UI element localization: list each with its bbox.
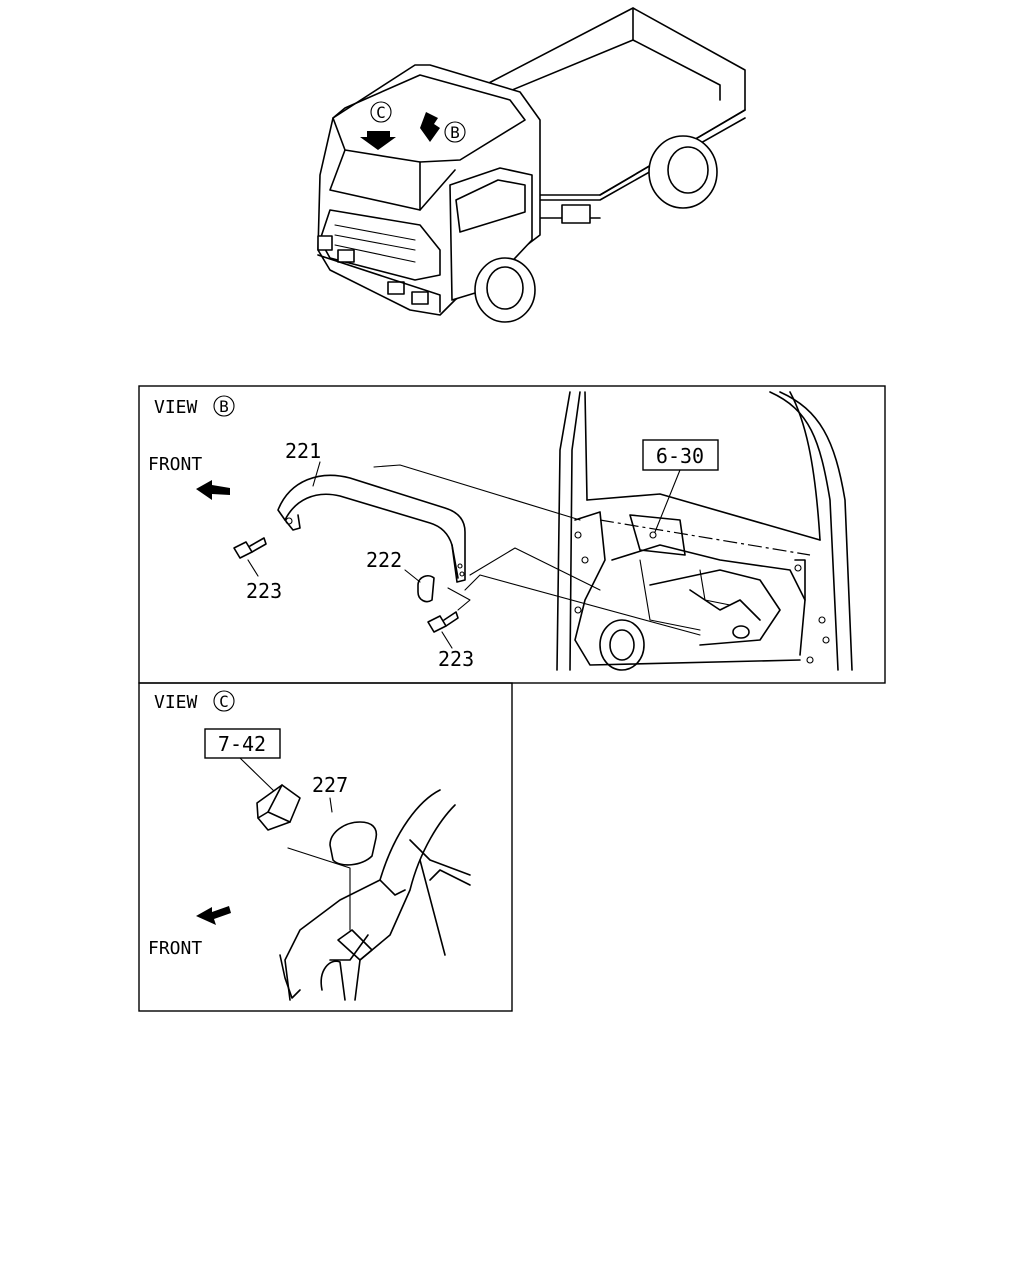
assist-grip-221 — [277, 474, 466, 583]
callout-c-circle — [370, 101, 392, 123]
bolt-223-right — [427, 611, 459, 633]
callout-b-circle — [444, 121, 466, 143]
arrow-down-icon — [360, 131, 396, 150]
front-arrow-c-icon — [196, 906, 231, 925]
door-inner-panel — [556, 391, 853, 671]
ref-box-6-30-text: 6-30 — [656, 444, 704, 468]
view-c-title: VIEW — [154, 692, 198, 713]
view-b-front-label: FRONT — [148, 454, 202, 475]
view-b-letter: B — [219, 397, 229, 416]
cover-227 — [329, 821, 378, 866]
leader-221 — [312, 461, 321, 487]
view-b-panel: VIEW B FRONT 221 222 223 223 — [138, 385, 886, 684]
part-223-left-label: 223 — [246, 579, 282, 603]
view-c-front-label: FRONT — [148, 938, 202, 959]
front-arrow-icon — [196, 480, 230, 500]
part-221-label: 221 — [285, 439, 321, 463]
ref-box-7-42 — [204, 728, 281, 759]
bolt-223-left — [233, 537, 267, 559]
view-c-letter: C — [219, 692, 229, 711]
part-222-label: 222 — [366, 548, 402, 572]
view-c-panel: VIEW C 7-42 227 FRONT — [138, 682, 513, 1012]
view-b-title: VIEW — [154, 397, 198, 418]
part-227-label: 227 — [312, 773, 348, 797]
ref-box-7-42-text: 7-42 — [218, 732, 266, 756]
view-b-letter-circle — [213, 395, 235, 417]
part-223-right-label: 223 — [438, 647, 474, 671]
leader-227 — [329, 797, 333, 813]
arrow-up-icon — [420, 112, 440, 142]
leader-222 — [404, 569, 421, 583]
leader-7-42 — [239, 757, 276, 793]
leader-6-30 — [654, 469, 681, 533]
leader-223-right — [441, 631, 453, 649]
view-c-letter-circle — [213, 690, 235, 712]
callout-b-letter: B — [450, 123, 460, 142]
leader-223-left — [247, 559, 259, 577]
cap-222 — [417, 575, 435, 603]
callout-c-letter: C — [376, 103, 386, 122]
truck-overview: C B — [317, 7, 746, 323]
pillar-structure — [279, 789, 471, 1001]
